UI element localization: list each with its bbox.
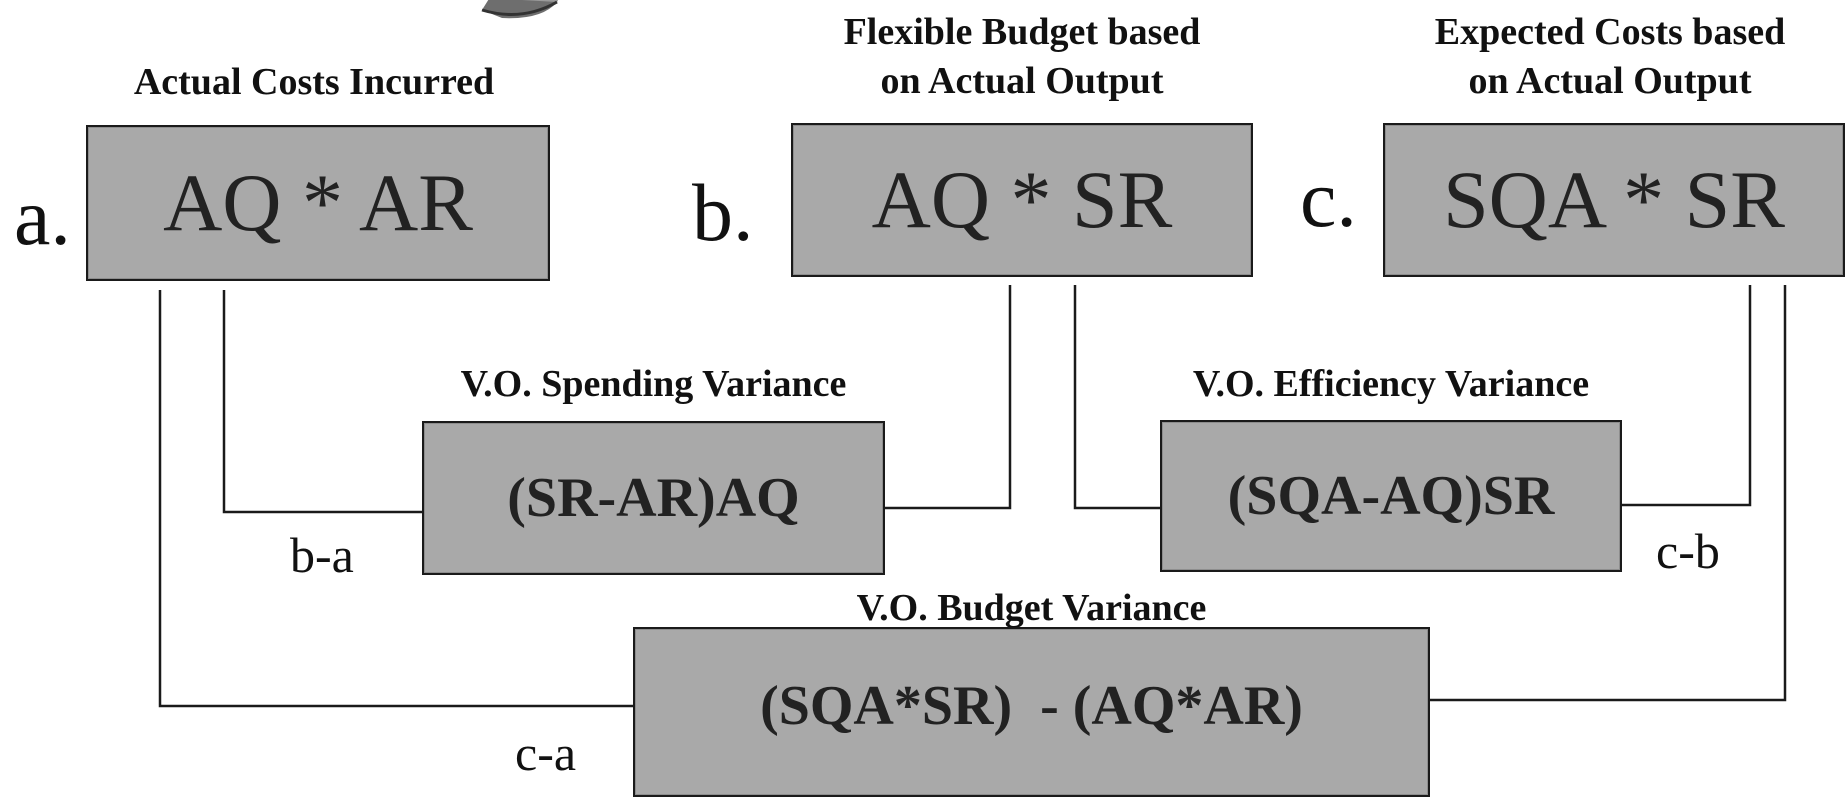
connector-c-to-efficiency: [1622, 285, 1752, 507]
budget-variance-heading-text: V.O. Budget Variance: [856, 587, 1207, 629]
budget-variance-heading: V.O. Budget Variance: [633, 584, 1430, 633]
flexible-budget-box: AQ * SR: [791, 123, 1253, 277]
actual-costs-formula: AQ * AR: [163, 157, 473, 248]
budget-difference-label: c-a: [515, 725, 577, 781]
efficiency-variance-heading: V.O. Efficiency Variance: [1160, 360, 1622, 409]
connector-a-to-budget: [158, 290, 633, 708]
flexible-budget-heading-line1: Flexible Budget based: [843, 11, 1201, 53]
spending-variance-box: (SR-AR)AQ: [422, 421, 885, 575]
expected-letter: c.: [1300, 153, 1357, 244]
flexible-budget-heading: Flexible Budget based on Actual Output: [791, 8, 1253, 106]
actual-letter: a.: [14, 171, 71, 262]
spending-difference-label: b-a: [290, 527, 354, 583]
budget-variance-formula: (SQA*SR) - (AQ*AR): [760, 675, 1303, 737]
connector-b-to-spending: [885, 285, 1012, 510]
budget-variance-box: (SQA*SR) - (AQ*AR): [633, 627, 1430, 797]
efficiency-variance-formula: (SQA-AQ)SR: [1227, 465, 1555, 527]
flexible-letter: b.: [692, 167, 754, 258]
flexible-budget-heading-line2: on Actual Output: [880, 60, 1164, 102]
expected-costs-formula: SQA * SR: [1443, 154, 1785, 245]
connector-c-to-budget: [1430, 285, 1787, 702]
decorative-clipart: [481, 0, 558, 19]
actual-costs-heading-text: Actual Costs Incurred: [133, 61, 495, 103]
spending-variance-formula: (SR-AR)AQ: [507, 467, 800, 529]
expected-costs-heading-line1: Expected Costs based: [1434, 11, 1786, 53]
expected-costs-heading: Expected Costs based on Actual Output: [1383, 8, 1837, 106]
spending-variance-heading: V.O. Spending Variance: [422, 360, 885, 409]
connector-lines: [158, 285, 1787, 708]
flexible-budget-formula: AQ * SR: [871, 154, 1173, 245]
actual-costs-box: AQ * AR: [86, 125, 550, 281]
spending-variance-heading-text: V.O. Spending Variance: [460, 363, 847, 405]
connector-b-to-efficiency: [1073, 285, 1160, 510]
actual-costs-heading: Actual Costs Incurred: [86, 58, 542, 107]
expected-costs-box: SQA * SR: [1383, 123, 1845, 277]
connector-a-to-spending: [222, 290, 422, 514]
expected-costs-heading-line2: on Actual Output: [1468, 60, 1752, 102]
efficiency-variance-box: (SQA-AQ)SR: [1160, 420, 1622, 572]
efficiency-difference-label: c-b: [1656, 523, 1720, 579]
efficiency-variance-heading-text: V.O. Efficiency Variance: [1192, 363, 1590, 405]
